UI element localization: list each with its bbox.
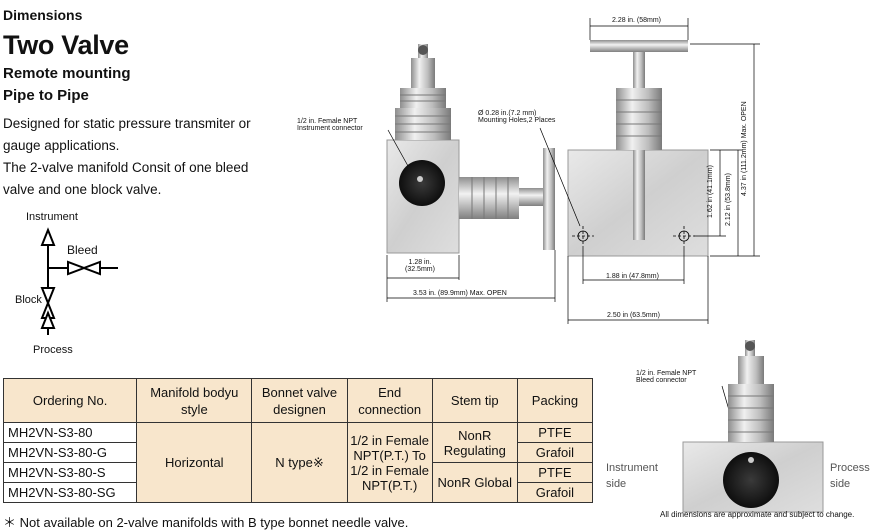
- ordering-number: MH2VN-S3-80-S: [2, 462, 138, 483]
- side-label-line: Instrument: [606, 462, 658, 474]
- side-label-line: Process: [830, 462, 870, 474]
- ordering-table: Ordering No. Manifold bodyu style Bonnet…: [2, 378, 594, 503]
- callout-line: 1/2 in. Female NPT: [636, 370, 697, 377]
- stem-tip-cell: NonR Global: [431, 462, 518, 503]
- table-row: MH2VN-S3-80-SG Grafoil: [2, 482, 594, 503]
- instrument-arrow-icon: [40, 227, 56, 246]
- bleed-connector-view: [682, 340, 824, 513]
- side-label-line: side: [830, 478, 851, 490]
- process-arrow-icon: [40, 310, 56, 329]
- table-header-row: Ordering No. Manifold bodyu style Bonnet…: [2, 378, 594, 423]
- callout-line: Instrument connector: [297, 125, 363, 132]
- callout-line: Mounting Holes,2 Places: [478, 117, 556, 124]
- dim-line: (32.5mm): [405, 266, 435, 273]
- column-header: Stem tip: [431, 378, 518, 423]
- callout-line: 1/2 in. Female NPT: [297, 118, 358, 125]
- callout-mounting-holes: Ø 0.28 in.(7.2 mm) Mounting Holes,2 Plac…: [478, 110, 555, 124]
- side-label-line: side: [606, 478, 627, 490]
- schematic-label-block: Block: [15, 294, 42, 306]
- packing-cell: Grafoil: [516, 442, 594, 463]
- column-header: End connection: [346, 378, 433, 423]
- body-style-cell: Horizontal: [136, 422, 253, 503]
- ordering-number: MH2VN-S3-80-SG: [2, 482, 138, 503]
- description-line: valve and one block valve.: [3, 182, 162, 197]
- description-line: The 2-valve manifold Consit of one bleed: [3, 160, 249, 175]
- dimension-lines: [386, 18, 760, 449]
- description-line: Designed for static pressure transmiter …: [3, 116, 251, 131]
- section-heading: Dimensions: [3, 7, 83, 23]
- dim-label-437: 4.37 in (111.2mm) Max. OPEN: [741, 101, 748, 196]
- dim-label-212: 2.12 in (53.8mm): [725, 173, 732, 226]
- callout-bleed-npt: 1/2 in. Female NPT Bleed connector: [636, 370, 696, 384]
- bleed-valve-icon: [67, 260, 87, 276]
- ordering-number: MH2VN-S3-80: [2, 422, 138, 443]
- dim-label-162: 1.62 in (41.1mm): [707, 165, 714, 218]
- schematic-label-instrument: Instrument: [26, 211, 78, 223]
- description-line: gauge applications.: [3, 138, 120, 153]
- subtitle-mounting: Remote mounting: [3, 65, 131, 82]
- table-row: MH2VN-S3-80-S NonR Global PTFE: [2, 462, 594, 503]
- process-side-label: Process side: [830, 460, 870, 492]
- dim-line: 1.28 in.: [408, 259, 432, 266]
- callout-line: Ø 0.28 in.(7.2 mm): [478, 110, 537, 117]
- end-connection-cell: 1/2 in Female NPT(P.T.) To 1/2 in Female…: [346, 422, 433, 503]
- packing-cell: PTFE: [516, 462, 594, 483]
- fine-print: All dimensions are approximate and subje…: [660, 510, 855, 519]
- bonnet-cell: N type※: [251, 422, 348, 503]
- callout-line: Bleed connector: [636, 377, 687, 384]
- schematic-label-process: Process: [33, 344, 73, 356]
- column-header: Ordering No.: [2, 378, 138, 423]
- block-valve-icon: [40, 287, 56, 306]
- dim-label-250: 2.50 in (63.5mm): [607, 312, 660, 319]
- ordering-number: MH2VN-S3-80-G: [2, 442, 138, 463]
- dim-label-handle-width: 2.28 in. (58mm): [612, 17, 662, 24]
- callout-instrument-npt: 1/2 in. Female NPT Instrument connector: [297, 118, 363, 132]
- valve-schematic: [40, 227, 118, 335]
- packing-cell: Grafoil: [516, 482, 594, 503]
- footnote: ＊ Not available on 2-valve manifolds wit…: [3, 515, 409, 530]
- manifold-front-view: [567, 40, 709, 257]
- packing-cell: PTFE: [516, 422, 594, 443]
- schematic-label-bleed: Bleed: [67, 243, 98, 257]
- description: Designed for static pressure transmiter …: [3, 113, 273, 201]
- column-header: Manifold bodyu style: [136, 378, 253, 423]
- dim-label-128: 1.28 in. (32.5mm): [405, 259, 435, 273]
- page-title: Two Valve: [3, 30, 129, 60]
- dim-label-353: 3.53 in. (89.9mm) Max. OPEN: [413, 290, 507, 297]
- subtitle-connection: Pipe to Pipe: [3, 87, 89, 104]
- table-row: MH2VN-S3-80-G Grafoil: [2, 442, 594, 463]
- column-header: Packing: [516, 378, 594, 423]
- column-header: Bonnet valve designen: [251, 378, 348, 423]
- table-row: MH2VN-S3-80 Horizontal N type※ 1/2 in Fe…: [2, 422, 594, 503]
- dim-label-188: 1.88 in (47.8mm): [606, 273, 659, 280]
- instrument-side-label: Instrument side: [606, 460, 658, 492]
- manifold-side-view: [386, 44, 555, 254]
- stem-tip-cell: NonR Regulating: [431, 422, 518, 463]
